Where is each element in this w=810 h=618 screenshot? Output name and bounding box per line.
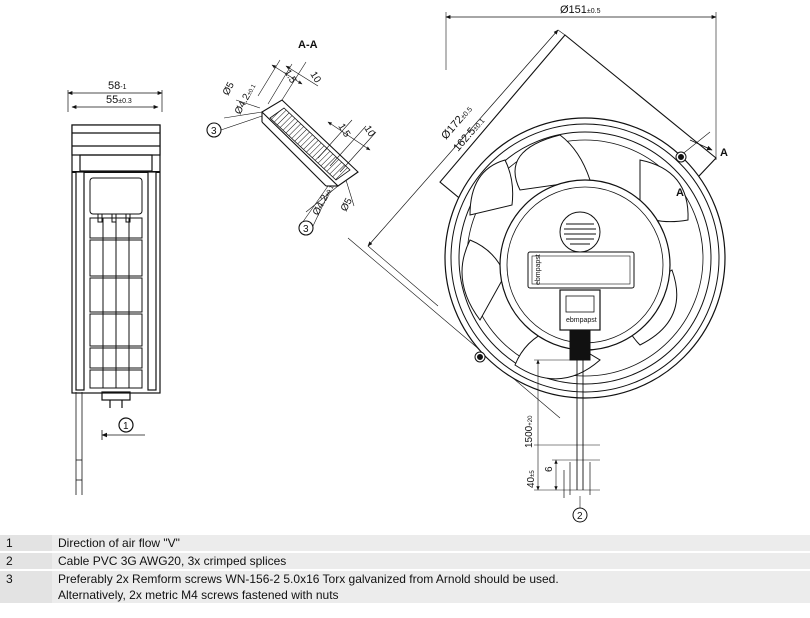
callout-1-label: 1 <box>123 421 129 432</box>
detail-10-top: 10 <box>307 70 322 86</box>
detail-d5-top: Ø5 <box>221 80 237 97</box>
front-view <box>347 12 726 523</box>
note-number: 3 <box>0 571 52 603</box>
cut-label-a1: A <box>720 147 728 159</box>
note-row: 2 Cable PVC 3G AWG20, 3x crimped splices <box>0 553 810 569</box>
note-text-line1: Preferably 2x Remform screws WN-156-2 5.… <box>58 572 559 586</box>
detail-d5-bottom: Ø5 <box>339 196 355 213</box>
detail-15-bottom: 1.5 <box>335 122 352 140</box>
note-row: 1 Direction of air flow "V" <box>0 535 810 551</box>
diameter-151: Ø151±0.5 <box>560 4 601 16</box>
callout-2-label: 2 <box>577 511 583 522</box>
note-text: Direction of air flow "V" <box>52 535 810 551</box>
note-number: 1 <box>0 535 52 551</box>
detail-10-bottom: 10 <box>361 124 376 140</box>
section-label: A-A <box>298 39 318 51</box>
strip-length-40: 40±5 <box>526 470 537 488</box>
notes-table: 1 Direction of air flow "V" 2 Cable PVC … <box>0 533 810 605</box>
note-number: 2 <box>0 553 52 569</box>
brand-label-plate: ebmpapst <box>535 254 542 285</box>
section-detail <box>206 59 377 236</box>
callout-3b-label: 3 <box>303 224 309 235</box>
callout-3a-label: 3 <box>211 126 217 137</box>
dim-width-outer: 58-1 <box>108 80 127 92</box>
note-text-line2: Alternatively, 2x metric M4 screws faste… <box>58 588 339 602</box>
note-text: Cable PVC 3G AWG20, 3x crimped splices <box>52 553 810 569</box>
detail-d42-top: Ø4.2±0.1 <box>233 81 259 116</box>
strip-length-6: 6 <box>544 466 555 472</box>
note-row: 3 Preferably 2x Remform screws WN-156-2 … <box>0 571 810 603</box>
technical-drawing: 58-1 55±0.3 1 A-A Ø5 Ø4.2±0.1 1.5 10 <box>67 4 728 523</box>
brand-label-connector: ebmpapst <box>566 317 597 324</box>
cut-label-a2: A <box>676 187 684 199</box>
note-text-multiline: Preferably 2x Remform screws WN-156-2 5.… <box>52 571 810 603</box>
side-view <box>67 90 163 495</box>
detail-15-top: 1.5 <box>281 68 298 86</box>
dim-width-inner: 55±0.3 <box>106 94 132 106</box>
detail-d42-bottom: Ø4.2±0.1 <box>311 182 337 217</box>
cable-length: 1500+20 <box>524 415 535 448</box>
